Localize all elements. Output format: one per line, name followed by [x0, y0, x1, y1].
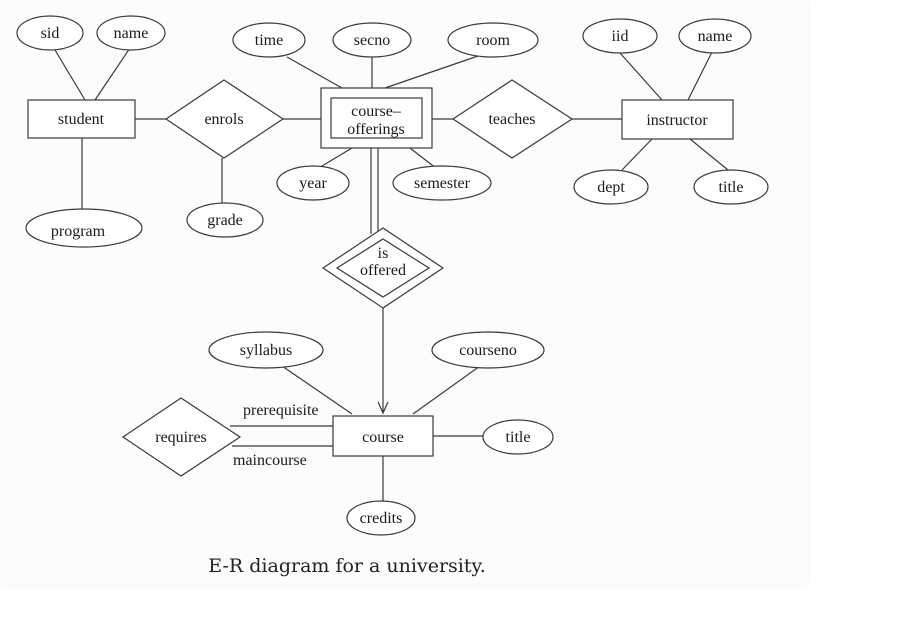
attribute-secno: secno — [332, 22, 412, 58]
relationship-requires: requires — [121, 397, 242, 477]
attribute-student-name: name — [96, 15, 166, 51]
attribute-iid: iid — [582, 18, 658, 54]
entity-course: course — [332, 415, 434, 457]
attribute-time: time — [232, 22, 306, 58]
attribute-instructor-title-label: title — [719, 179, 744, 196]
attribute-instructor-name: name — [678, 18, 752, 54]
attribute-dept-label: dept — [597, 179, 625, 196]
attribute-grade: grade — [186, 202, 264, 238]
relationship-teaches: teaches — [451, 79, 574, 159]
entity-student: student — [27, 99, 136, 139]
entity-instructor-label: instructor — [646, 112, 708, 129]
attribute-syllabus-label: syllabus — [240, 342, 292, 359]
attribute-instructor-title: title — [693, 169, 769, 205]
attribute-syllabus: syllabus — [208, 331, 324, 369]
relationship-requires-label: requires — [155, 429, 207, 446]
attribute-year-label: year — [299, 175, 327, 192]
attribute-credits-label: credits — [360, 510, 403, 527]
entity-instructor: instructor — [621, 99, 734, 140]
attribute-grade-label: grade — [207, 212, 243, 229]
attribute-program-label: program — [51, 223, 106, 240]
attribute-room-label: room — [476, 32, 510, 49]
relationship-teaches-label: teaches — [488, 111, 535, 128]
attribute-semester-label: semester — [414, 175, 471, 192]
entity-course-offerings: course– offerings — [320, 87, 433, 149]
relationship-enrols: enrols — [164, 79, 285, 159]
attribute-year: year — [276, 165, 350, 201]
attribute-semester: semester — [392, 165, 492, 201]
attribute-program: program — [25, 208, 143, 248]
attribute-instructor-name-label: name — [698, 28, 733, 45]
figure-caption: E-R diagram for a university. — [208, 555, 485, 577]
attribute-room: room — [447, 22, 539, 58]
attribute-sid-label: sid — [41, 25, 60, 42]
entity-course-offerings-label-1: course– — [351, 103, 402, 120]
entity-course-offerings-label-2: offerings — [347, 121, 404, 138]
role-prerequisite-label: prerequisite — [243, 402, 319, 419]
attribute-time-label: time — [255, 32, 283, 49]
entity-student-label: student — [58, 111, 105, 128]
relationship-is-offered: is offered — [321, 227, 445, 309]
attribute-credits: credits — [346, 500, 416, 536]
attribute-sid: sid — [16, 15, 84, 51]
attribute-course-title-label: title — [506, 429, 531, 446]
attribute-secno-label: secno — [354, 32, 390, 49]
role-maincourse-label: maincourse — [233, 452, 307, 469]
relationship-is-offered-label-1: is — [378, 245, 389, 262]
attribute-student-name-label: name — [114, 25, 149, 42]
attribute-dept: dept — [573, 169, 649, 205]
relationship-enrols-label: enrols — [204, 111, 243, 128]
entity-course-label: course — [362, 429, 404, 446]
attribute-course-title: title — [482, 419, 554, 455]
attribute-iid-label: iid — [612, 28, 629, 45]
relationship-is-offered-label-2: offered — [360, 262, 406, 279]
attribute-courseno: courseno — [431, 331, 545, 369]
attribute-courseno-label: courseno — [459, 342, 517, 359]
